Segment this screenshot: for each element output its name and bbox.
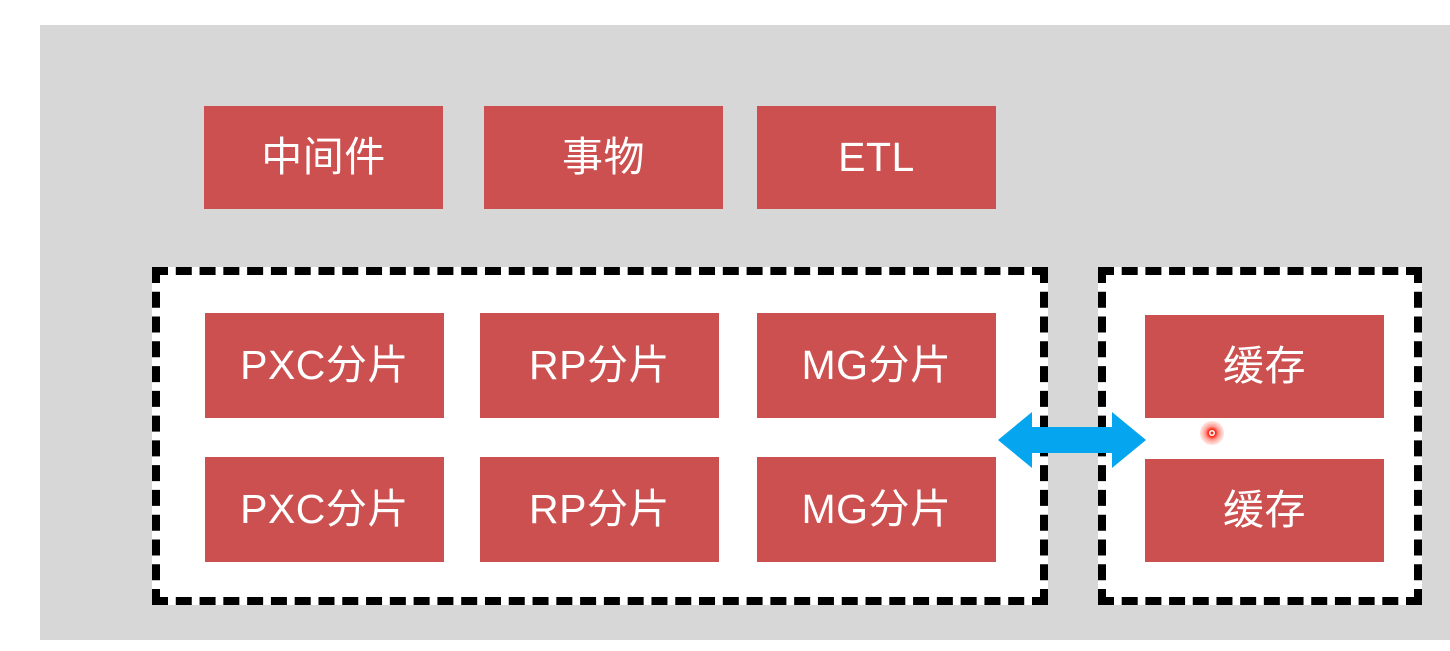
double-headed-arrow-icon <box>998 410 1146 470</box>
box-cache-2[interactable]: 缓存 <box>1145 459 1384 562</box>
diagram-canvas: 中间件 事物 ETL PXC分片 RP分片 MG分片 PXC分片 RP分片 MG… <box>40 25 1450 640</box>
box-cache-1[interactable]: 缓存 <box>1145 315 1384 418</box>
box-mg-shard-2[interactable]: MG分片 <box>757 457 996 562</box>
box-rp-shard-2[interactable]: RP分片 <box>480 457 719 562</box>
box-transaction[interactable]: 事物 <box>484 106 723 209</box>
box-mg-shard-1[interactable]: MG分片 <box>757 313 996 418</box>
box-pxc-shard-2[interactable]: PXC分片 <box>205 457 444 562</box>
box-middleware[interactable]: 中间件 <box>204 106 443 209</box>
box-pxc-shard-1[interactable]: PXC分片 <box>205 313 444 418</box>
box-rp-shard-1[interactable]: RP分片 <box>480 313 719 418</box>
cursor-dot-icon <box>1200 421 1224 445</box>
box-etl[interactable]: ETL <box>757 106 996 209</box>
